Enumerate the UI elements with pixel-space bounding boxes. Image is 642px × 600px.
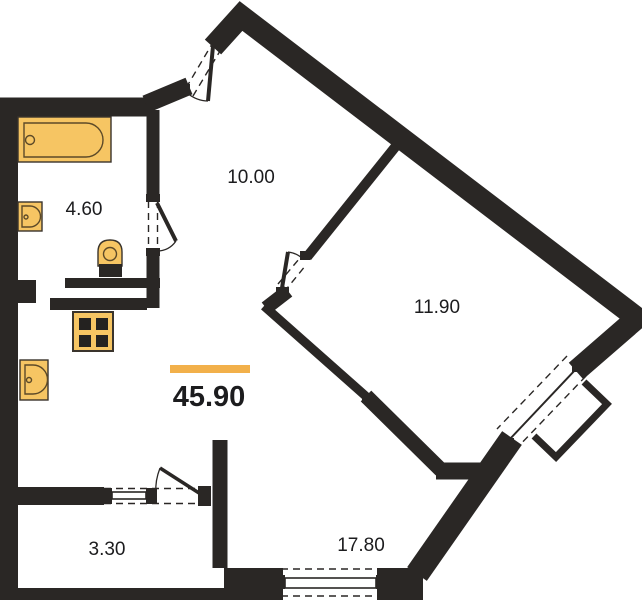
bathtub	[17, 116, 112, 163]
entrance-door	[185, 43, 221, 102]
bathroom-sink	[17, 201, 43, 232]
fixtures	[17, 116, 123, 401]
stove	[72, 311, 114, 352]
window-right-diagonal	[496, 355, 587, 451]
total-area-label: 45.90	[173, 381, 246, 413]
right-balcony-outline	[531, 379, 612, 462]
living-room-door	[277, 251, 307, 293]
jamb-nubs	[103, 84, 584, 589]
toilet	[97, 239, 123, 277]
room-area-label-living-room: 11.90	[414, 297, 460, 318]
bathroom-door	[147, 201, 178, 252]
duct-shaft	[18, 278, 160, 310]
windows	[104, 355, 612, 597]
room-area-label-kitchen-living: 17.80	[337, 535, 385, 556]
kitchen-sink	[19, 359, 49, 401]
interior-walls	[146, 110, 492, 480]
window-balcony-block	[104, 487, 198, 505]
doors	[147, 43, 307, 495]
total-area-accent-bar	[170, 365, 250, 373]
room-area-label-balcony: 3.30	[89, 539, 126, 560]
room-area-label-bathroom: 4.60	[66, 199, 103, 220]
room-area-label-hall: 10.00	[227, 167, 275, 188]
window-bottom	[281, 568, 379, 597]
balcony-door	[155, 466, 200, 495]
area-labels: 4.60 10.00 11.90 17.80 3.30 45.90	[66, 167, 461, 560]
